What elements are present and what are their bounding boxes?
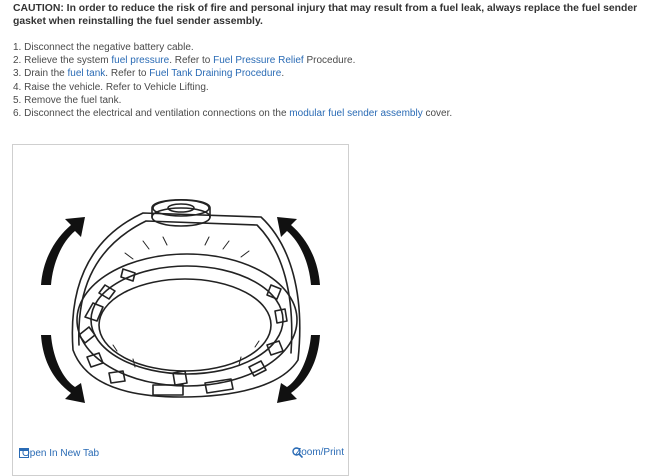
open-in-new-tab-link[interactable]: Open In New Tab [19,448,99,459]
procedure-steps: 1. Disconnect the negative battery cable… [13,41,452,120]
figure-toolbar: Open In New Tab Zoom/Print [13,445,348,465]
modular-fuel-sender-link[interactable]: modular fuel sender assembly [289,108,423,120]
fuel-tank-link[interactable]: fuel tank [67,68,106,80]
step-5: 5. Remove the fuel tank. [13,94,122,106]
fuel-tank-draining-link[interactable]: Fuel Tank Draining Procedure [149,68,282,80]
fuel-pressure-relief-link[interactable]: Fuel Pressure Relief [213,55,304,67]
illustration-panel: Open In New Tab Zoom/Print [12,144,349,476]
caution-text: CAUTION: In order to reduce the risk of … [13,3,638,27]
step-6: 6. Disconnect the electrical and ventila… [13,108,453,120]
fuel-pressure-link[interactable]: fuel pressure [111,55,170,67]
zoom-print-link[interactable]: Zoom/Print [292,447,344,458]
fuel-sender-illustration [41,199,320,403]
step-3: 3. Drain the fuel tank. Refer to Fuel Ta… [13,68,285,80]
step-2: 2. Relieve the system fuel pressure. Ref… [13,55,356,67]
step-4: 4. Raise the vehicle. Refer to Vehicle L… [13,81,209,93]
step-1: 1. Disconnect the negative battery cable… [13,42,194,53]
